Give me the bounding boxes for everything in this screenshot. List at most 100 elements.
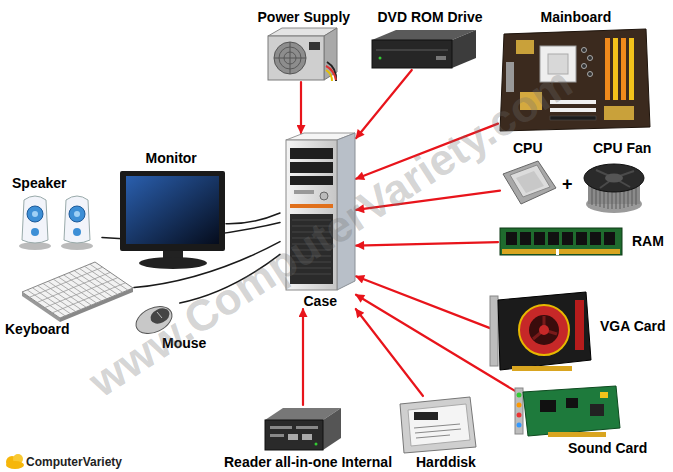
card-reader-picture <box>265 408 341 450</box>
mainboard-picture-piece <box>540 46 576 82</box>
cable-line <box>226 213 280 224</box>
mainboard-picture-piece <box>621 38 626 100</box>
power-supply-picture-piece <box>274 42 306 74</box>
cpu-picture-piece <box>516 171 544 193</box>
ram-picture-piece <box>590 232 601 245</box>
part-label: CPU Fan <box>593 140 651 156</box>
case-picture-piece <box>286 140 337 290</box>
logo-icon <box>6 454 24 469</box>
speaker-part: Speaker <box>12 175 102 250</box>
case-picture-piece <box>294 190 314 194</box>
speaker-picture-piece <box>69 206 85 222</box>
mainboard-picture-piece <box>516 40 534 54</box>
keyboard-picture-piece-piece <box>90 264 128 290</box>
cpu-fan-picture-piece <box>584 164 644 192</box>
mainboard-picture-piece <box>506 62 514 92</box>
mainboard-picture-piece <box>613 38 618 100</box>
keyboard-picture-piece <box>27 264 128 316</box>
monitor-picture <box>120 171 225 269</box>
keyboard-picture-piece-piece <box>64 275 102 301</box>
connection-arrow <box>356 124 498 179</box>
card-reader-picture-piece <box>288 434 298 440</box>
mainboard-picture-piece <box>605 38 610 100</box>
power-supply-picture-piece <box>268 36 324 80</box>
monitor-picture-piece <box>120 171 225 251</box>
part-label: RAM <box>632 233 664 249</box>
power-supply-picture <box>268 28 337 81</box>
speaker-picture-piece <box>31 228 39 236</box>
speaker-picture-piece <box>73 228 81 236</box>
part-label: Mouse <box>162 335 206 351</box>
case-picture-piece-piece <box>292 226 331 227</box>
keyboard-picture-piece-piece <box>43 283 81 309</box>
part-label: Keyboard <box>5 321 70 337</box>
mouse-part: Mouse <box>132 303 206 351</box>
dvd-drive-picture-piece <box>379 57 382 60</box>
dvd-drive-picture-piece <box>452 30 476 68</box>
mainboard-picture-piece <box>548 54 568 74</box>
speaker-picture-piece <box>74 211 80 217</box>
mouse-picture-piece <box>148 305 172 326</box>
mainboard-picture-piece <box>500 29 650 131</box>
ram-picture-piece <box>520 232 531 245</box>
case-picture-piece <box>290 204 333 208</box>
card-reader-picture-piece <box>296 426 318 429</box>
sound-card-picture-piece <box>517 393 522 398</box>
ram-picture-piece <box>506 232 517 245</box>
card-reader-picture-piece <box>315 443 318 446</box>
vga-card-picture-piece <box>529 315 559 345</box>
keyboard-picture-piece-piece <box>27 290 65 316</box>
keyboard-picture-piece-piece <box>48 281 86 307</box>
ram-picture-piece <box>534 232 545 245</box>
speaker-picture-piece <box>32 211 38 217</box>
dvd-drive-picture-piece <box>376 50 448 51</box>
ram-part: RAM <box>498 226 664 258</box>
mainboard-picture-piece <box>550 108 596 112</box>
part-label: Case <box>304 293 337 309</box>
monitor-picture-piece <box>126 176 219 244</box>
speaker-picture-piece <box>27 206 43 222</box>
case-picture-piece <box>290 214 333 284</box>
connection-arrow <box>356 309 423 396</box>
connection-arrow <box>356 242 498 246</box>
harddisk-picture-piece <box>414 412 438 420</box>
logo-text: ComputerVariety <box>26 455 122 469</box>
card-reader-picture-piece <box>265 420 323 450</box>
ram-picture-piece <box>556 249 559 255</box>
part-label: Harddisk <box>416 454 476 470</box>
sound-card-picture-piece <box>517 423 522 428</box>
connection-arrow <box>302 309 304 405</box>
mainboard-picture-piece <box>550 100 596 104</box>
part-label: Monitor <box>146 150 197 166</box>
cpu-picture-piece <box>503 161 556 204</box>
vga-card-picture-piece <box>519 305 569 355</box>
connection-arrow <box>356 276 490 328</box>
ram-picture-piece <box>562 232 573 245</box>
case-picture <box>286 133 355 290</box>
keyboard-picture-piece-piece <box>53 279 91 305</box>
keyboard-part: Keyboard <box>5 260 134 337</box>
power-supply-picture-piece <box>290 42 291 74</box>
vga-card-picture-piece <box>490 296 498 366</box>
case-picture-piece <box>290 148 333 159</box>
ram-picture-piece <box>502 249 620 254</box>
vga-card-picture-piece <box>498 292 591 370</box>
ram-picture-piece <box>548 232 559 245</box>
power-supply-picture-piece <box>326 70 332 81</box>
part-label: Mainboard <box>541 9 612 25</box>
mainboard-picture-piece <box>520 92 542 110</box>
mainboard-picture-piece <box>582 48 587 53</box>
keyboard-picture-piece-piece <box>74 271 112 297</box>
power-supply-picture-piece <box>324 28 337 80</box>
vga-card-picture-piece <box>512 366 572 371</box>
case-picture-piece-piece <box>292 274 331 275</box>
case-picture-piece-piece <box>292 268 331 269</box>
plus-sign: + <box>562 174 573 194</box>
mainboard-picture-piece <box>550 116 596 120</box>
harddisk-picture-piece <box>414 424 460 428</box>
harddisk-picture-piece <box>408 404 470 446</box>
cpu-fan-picture <box>584 164 644 213</box>
sound-card-picture-piece <box>517 403 522 408</box>
cpu-picture-piece <box>510 165 550 197</box>
case-picture-piece <box>290 162 333 173</box>
